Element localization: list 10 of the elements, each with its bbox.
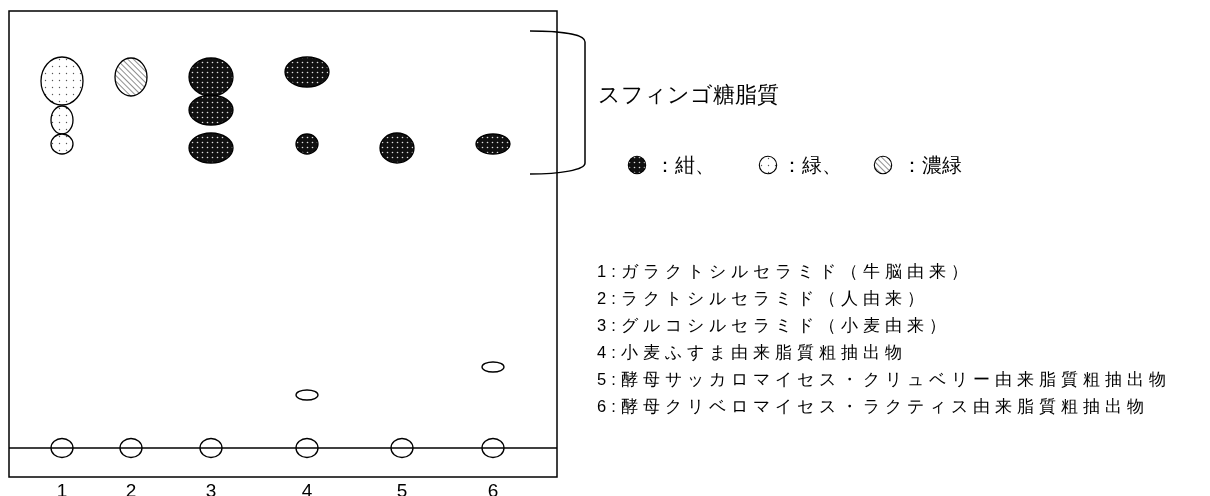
sample-label: 2:ラクトシルセラミド（人由来） [597,290,929,307]
sample-label: 4:小麦ふすま由来脂質粗抽出物 [597,344,907,361]
sample-label: 3:グルコシルセラミド（小麦由来） [597,317,951,334]
sample-label: 1:ガラクトシルセラミド（牛脳由来） [597,263,973,280]
sample-label: 5:酵母サッカロマイセス・クリュベリー由来脂質粗抽出物 [597,371,1171,388]
sample-label: 6:酵母クリベロマイセス・ラクティス由来脂質粗抽出物 [597,398,1149,415]
legend-label: ：濃緑 [902,155,962,175]
legend-label: ：緑、 [782,155,842,175]
legend-label: ：紺、 [655,155,715,175]
group-label: スフィンゴ糖脂質 [598,84,779,106]
